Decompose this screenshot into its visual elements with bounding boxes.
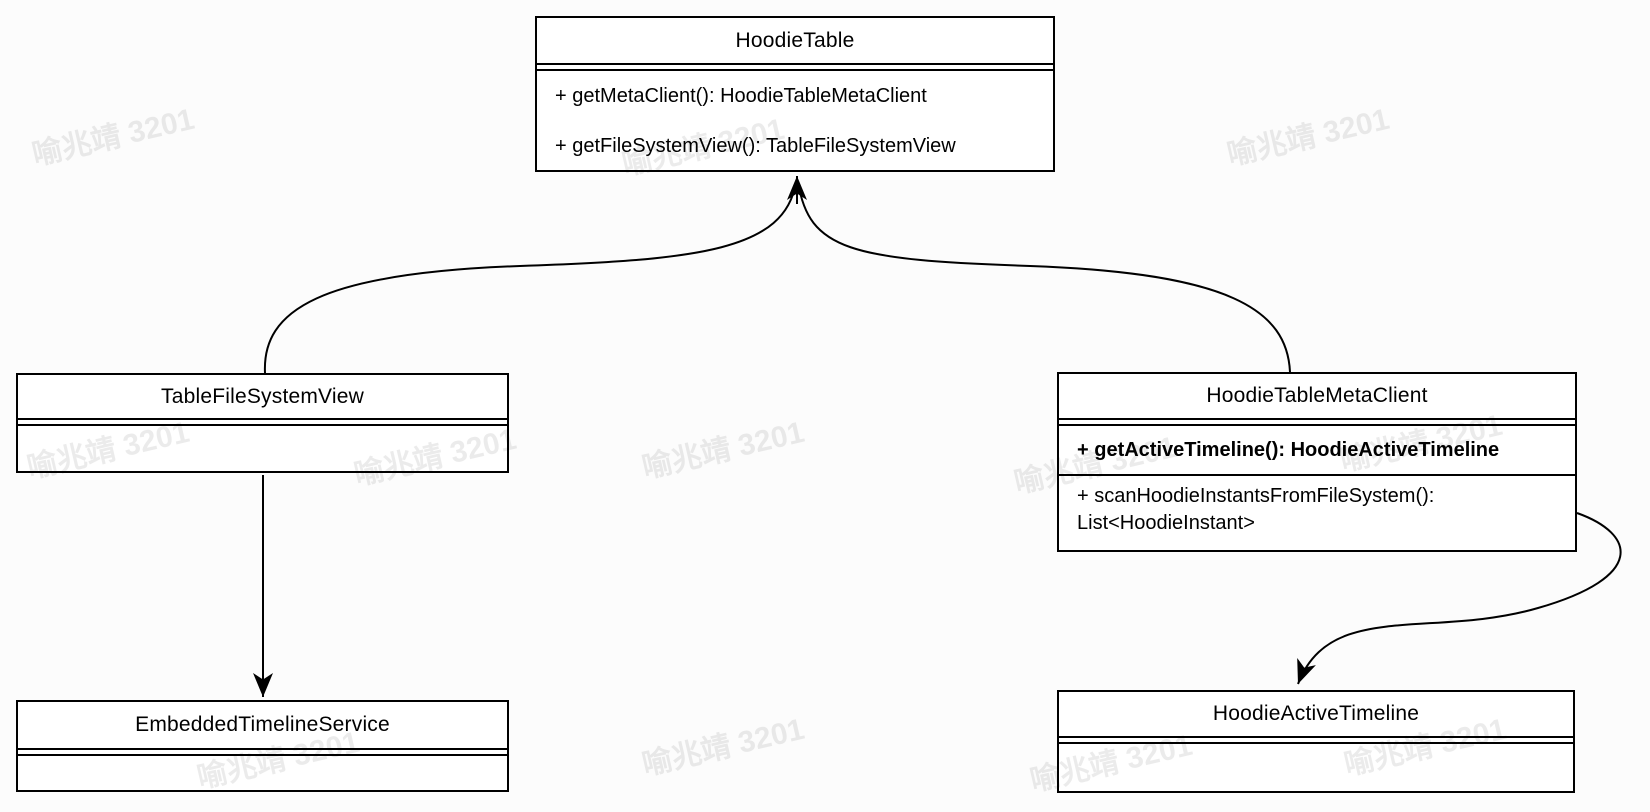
class-box-embeddedtimelineservice: EmbeddedTimelineService [16,700,509,792]
class-title-hoodietable: HoodieTable [537,18,1053,65]
attributes-compartment-empty [537,65,1053,71]
methods-compartment-empty [18,426,507,471]
class-box-hoodietable: HoodieTable + getMetaClient(): HoodieTab… [535,16,1055,172]
methods-compartment-empty [1059,744,1573,791]
method-getfilesystemview: + getFileSystemView(): TableFileSystemVi… [555,134,956,157]
method-getactivetimeline: + getActiveTimeline(): HoodieActiveTimel… [1059,426,1575,476]
class-box-tablefilesystemview: TableFileSystemView [16,373,509,473]
edge-hoodietablemetaclient-to-hoodietable [797,181,1291,373]
methods-compartment-empty [18,756,507,790]
method-getmetaclient: + getMetaClient(): HoodieTableMetaClient [555,84,927,107]
class-title-hoodietablemetaclient: HoodieTableMetaClient [1059,374,1575,420]
attributes-compartment-empty [18,420,507,426]
attributes-compartment-empty [18,750,507,756]
class-title-embeddedtimelineservice: EmbeddedTimelineService [18,702,507,750]
method-scanhoodieinstantsfromfilesystem: + scanHoodieInstantsFromFileSystem(): Li… [1077,485,1435,534]
class-title-tablefilesystemview: TableFileSystemView [18,375,507,420]
class-title-hoodieactivetimeline: HoodieActiveTimeline [1059,692,1573,738]
edge-hoodietablemetaclient-to-hoodieactivetimeline [1297,512,1622,685]
attributes-compartment-empty [1059,420,1575,426]
class-box-hoodieactivetimeline: HoodieActiveTimeline [1057,690,1575,793]
attributes-compartment-empty [1059,738,1573,744]
class-box-hoodietablemetaclient: HoodieTableMetaClient + getActiveTimelin… [1057,372,1577,552]
edge-tablefilesystemview-to-hoodietable [263,181,797,374]
